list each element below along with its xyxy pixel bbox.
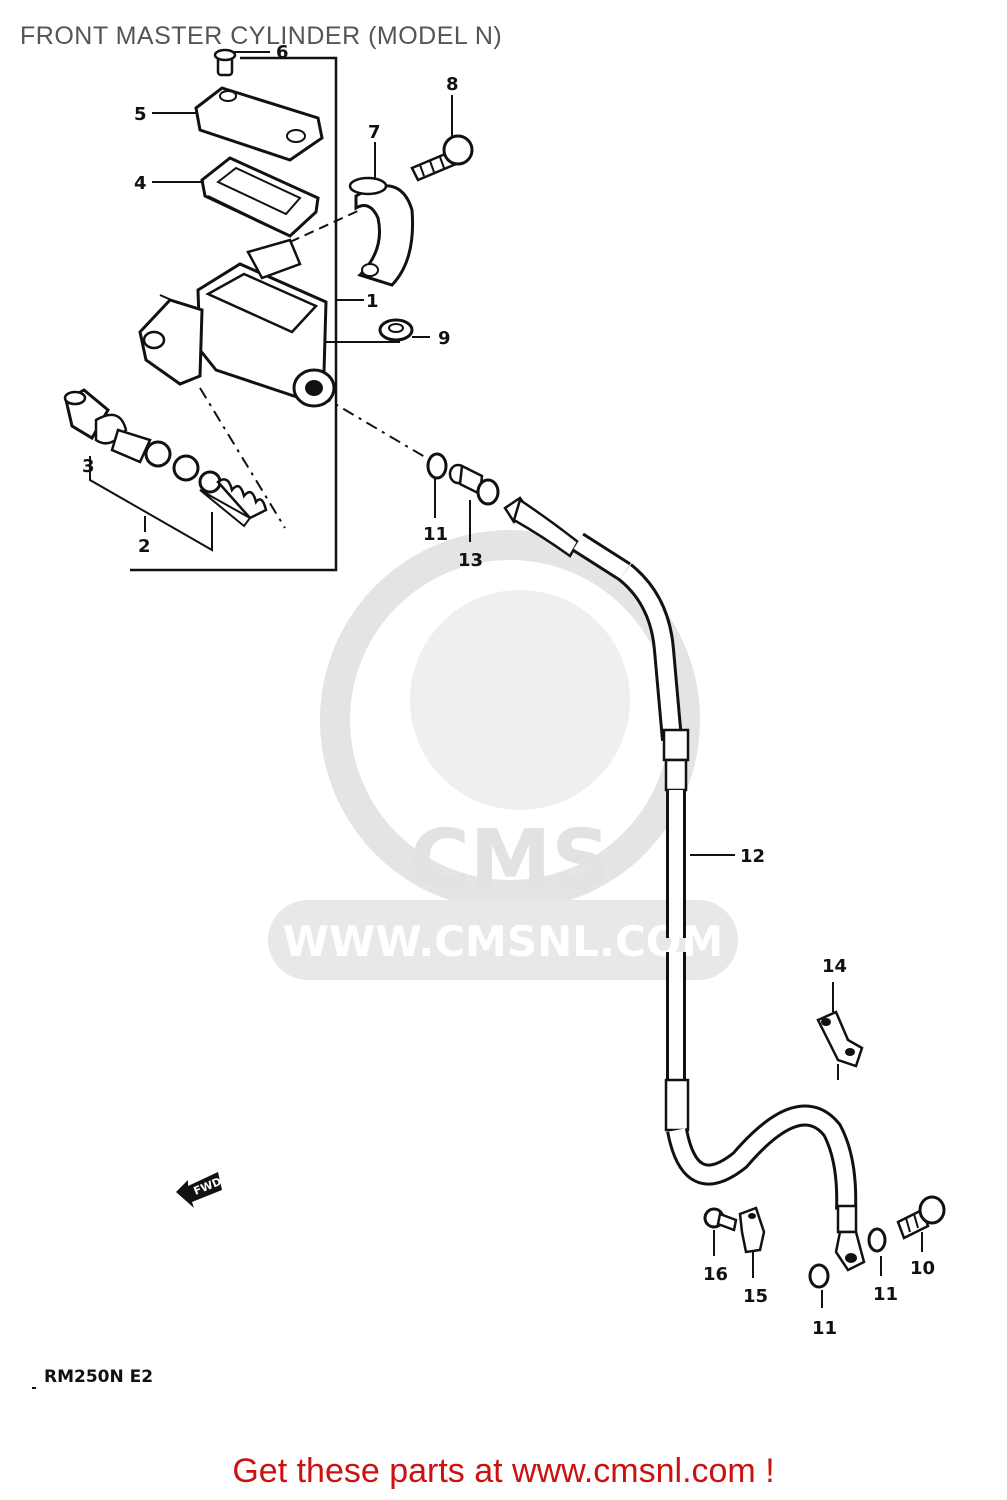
callout-6: 6 — [276, 42, 289, 63]
watermark-brand: CMS — [410, 813, 611, 908]
callout-5: 5 — [134, 104, 147, 125]
callout-1: 1 — [366, 291, 379, 312]
part-8-bolt — [410, 134, 474, 182]
assembly-bracket — [130, 56, 338, 572]
part-7-clamp — [348, 176, 415, 287]
forward-direction-arrow: FWD — [176, 1172, 223, 1208]
watermark-mascot-ring — [320, 530, 700, 910]
callout-12: 12 — [740, 846, 765, 867]
callout-13: 13 — [458, 550, 483, 571]
part-10-union-bolt — [896, 1195, 946, 1240]
callout-15: 15 — [743, 1286, 768, 1307]
footer-link[interactable]: Get these parts at www.cmsnl.com ! — [232, 1452, 775, 1490]
part-14-hose-guide — [816, 1010, 864, 1068]
axis-union — [319, 394, 431, 461]
part-5-reservoir-cap — [194, 86, 324, 162]
callout-11-top: 11 — [423, 524, 448, 545]
part-12-brake-hose — [503, 496, 866, 1272]
part-3-boot — [63, 388, 128, 445]
callout-11-bottom-right: 11 — [873, 1284, 898, 1305]
part-4-diaphragm — [200, 156, 320, 238]
part-16-bolt — [703, 1207, 738, 1232]
part-11-washer-bottom-left — [808, 1263, 830, 1289]
callout-7: 7 — [368, 122, 381, 143]
callout-14: 14 — [822, 956, 847, 977]
callout-11-bottom-left: 11 — [812, 1318, 837, 1339]
model-code: RM250N E2 — [44, 1367, 153, 1387]
leader-3 — [89, 456, 213, 552]
watermark: CMS WWW.CMSNL.COM — [268, 530, 738, 980]
axis-piston — [199, 387, 286, 529]
part-11-washer-top — [426, 452, 448, 480]
watermark-url-pill — [268, 900, 738, 980]
part-15-clamp — [738, 1206, 766, 1254]
watermark-mascot-face — [410, 590, 630, 810]
callout-8: 8 — [446, 74, 459, 95]
part-6-screw — [213, 48, 237, 77]
part-11-washer-bottom-right — [867, 1227, 887, 1253]
callout-4: 4 — [134, 173, 147, 194]
watermark-url: WWW.CMSNL.COM — [283, 917, 724, 966]
part-9-nut — [378, 318, 414, 342]
part-2-piston-spring — [110, 428, 268, 528]
callout-2: 2 — [138, 536, 151, 557]
callout-9: 9 — [438, 328, 451, 349]
callout-16: 16 — [703, 1264, 728, 1285]
part-13-union-bolt — [448, 463, 500, 506]
callout-10: 10 — [910, 1258, 935, 1279]
axis-clamp — [289, 209, 361, 243]
callout-3: 3 — [82, 456, 95, 477]
part-1-master-cylinder-body — [138, 238, 336, 408]
page-title: FRONT MASTER CYLINDER (MODEL N) — [20, 22, 503, 50]
